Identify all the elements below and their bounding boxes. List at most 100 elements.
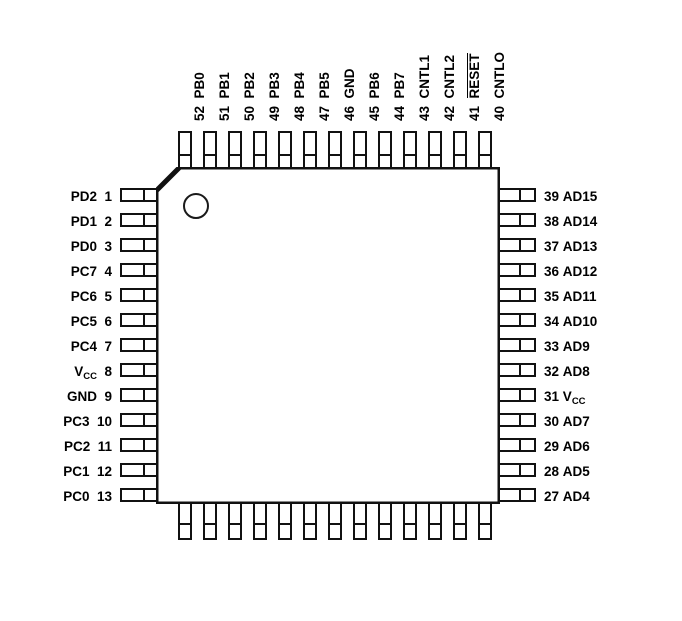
pin-name: AD9 [562, 339, 590, 354]
pin-number: 31 [544, 389, 560, 404]
pin-label-25: AD2 25 [466, 548, 484, 621]
pin-label-5: PC6 5 [0, 288, 112, 306]
lead-shoulder-divider [519, 390, 521, 400]
pin-name: AD7 [562, 414, 590, 429]
pin-number: 30 [544, 414, 560, 429]
pin-number: 44 [392, 105, 407, 121]
pin-number: 8 [104, 364, 112, 379]
pin-name: PB1 [217, 72, 232, 99]
lead-pin-3 [120, 238, 160, 252]
pin-number: 48 [292, 105, 307, 121]
lead-pin-13 [120, 488, 160, 502]
pin-label-52: 52 PB0 [191, 0, 209, 121]
lead-shoulder-divider [519, 465, 521, 475]
pin-number: 13 [96, 489, 112, 504]
lead-pin-27 [496, 488, 536, 502]
pin-number: 10 [96, 414, 112, 429]
pin-number: 9 [104, 389, 112, 404]
pin-label-6: PC5 6 [0, 313, 112, 331]
pin-name: PB7 [392, 72, 407, 99]
pin-name: PB5 [317, 72, 332, 99]
lead-pin-8 [120, 363, 160, 377]
pin-name: AD4 [562, 489, 590, 504]
lead-shoulder-divider [143, 415, 145, 425]
lead-pin-26 [478, 500, 492, 540]
lead-pin-46 [328, 131, 342, 171]
lead-shoulder-divider [305, 154, 315, 156]
lead-pin-21 [353, 500, 367, 540]
lead-pin-2 [120, 213, 160, 227]
pin-label-24: AD1 24 [441, 548, 459, 621]
pin-number: 7 [104, 339, 112, 354]
pin-name: PC7 [70, 264, 97, 279]
pin-label-48: 48 PB4 [291, 0, 309, 121]
lead-pin-14 [178, 500, 192, 540]
lead-shoulder-divider [380, 154, 390, 156]
pin-label-21: PA1 21 [366, 548, 384, 621]
pin-name: GND [66, 389, 97, 404]
pin-label-3: PD0 3 [0, 238, 112, 256]
pin-number: 47 [317, 105, 332, 121]
lead-shoulder-divider [143, 365, 145, 375]
pin-label-50: 50 PB2 [241, 0, 259, 121]
pin-number: 6 [104, 314, 112, 329]
pin-label-13: PC0 13 [0, 488, 112, 506]
lead-pin-34 [496, 313, 536, 327]
pin-number: 27 [544, 489, 560, 504]
lead-shoulder-divider [519, 365, 521, 375]
pin-name: PD0 [70, 239, 97, 254]
lead-pin-45 [353, 131, 367, 171]
pin-label-43: 43 CNTL1 [416, 0, 434, 121]
pin-number: 50 [242, 105, 257, 121]
pin-1-indicator-icon [183, 193, 209, 219]
pin-name: AD13 [562, 239, 598, 254]
lead-shoulder-divider [230, 154, 240, 156]
lead-pin-49 [253, 131, 267, 171]
lead-pin-16 [228, 500, 242, 540]
pin-label-1: PD2 1 [0, 188, 112, 206]
lead-pin-29 [496, 438, 536, 452]
pin-label-28: 28 AD5 [544, 463, 682, 481]
lead-pin-42 [428, 131, 442, 171]
lead-pin-18 [278, 500, 292, 540]
lead-pin-30 [496, 413, 536, 427]
pin-number: 11 [97, 439, 112, 454]
lead-shoulder-divider [455, 154, 465, 156]
lead-shoulder-divider [143, 340, 145, 350]
pin-label-12: PC1 12 [0, 463, 112, 481]
lead-shoulder-divider [143, 240, 145, 250]
pin-label-31: 31 VCC [544, 388, 682, 407]
lead-shoulder-divider [480, 154, 490, 156]
pin-label-10: PC3 10 [0, 413, 112, 431]
pin-name: PC2 [63, 439, 91, 454]
lead-pin-5 [120, 288, 160, 302]
pin-label-14: PA7 14 [191, 548, 209, 621]
lead-shoulder-divider [430, 154, 440, 156]
lead-pin-15 [203, 500, 217, 540]
pin-name: PC4 [70, 339, 97, 354]
pin-name: AD6 [562, 439, 590, 454]
lead-pin-9 [120, 388, 160, 402]
lead-shoulder-divider [255, 523, 265, 525]
pin-name: PC3 [63, 414, 90, 429]
lead-pin-40 [478, 131, 492, 171]
pin-name: RESET [467, 53, 483, 99]
lead-pin-50 [228, 131, 242, 171]
pin-name: PC1 [63, 464, 90, 479]
pin-name: CNTL1 [417, 54, 432, 99]
lead-pin-28 [496, 463, 536, 477]
lead-shoulder-divider [519, 290, 521, 300]
pin-name-base: V [562, 389, 572, 404]
pin-label-44: 44 PB7 [391, 0, 409, 121]
lead-pin-17 [253, 500, 267, 540]
pin-number: 5 [104, 289, 112, 304]
lead-pin-32 [496, 363, 536, 377]
lead-shoulder-divider [305, 523, 315, 525]
pin-label-29: 29 AD6 [544, 438, 682, 456]
lead-pin-41 [453, 131, 467, 171]
lead-shoulder-divider [519, 440, 521, 450]
pin-label-15: PA6 15 [216, 548, 234, 621]
lead-shoulder-divider [519, 415, 521, 425]
lead-shoulder-divider [255, 154, 265, 156]
